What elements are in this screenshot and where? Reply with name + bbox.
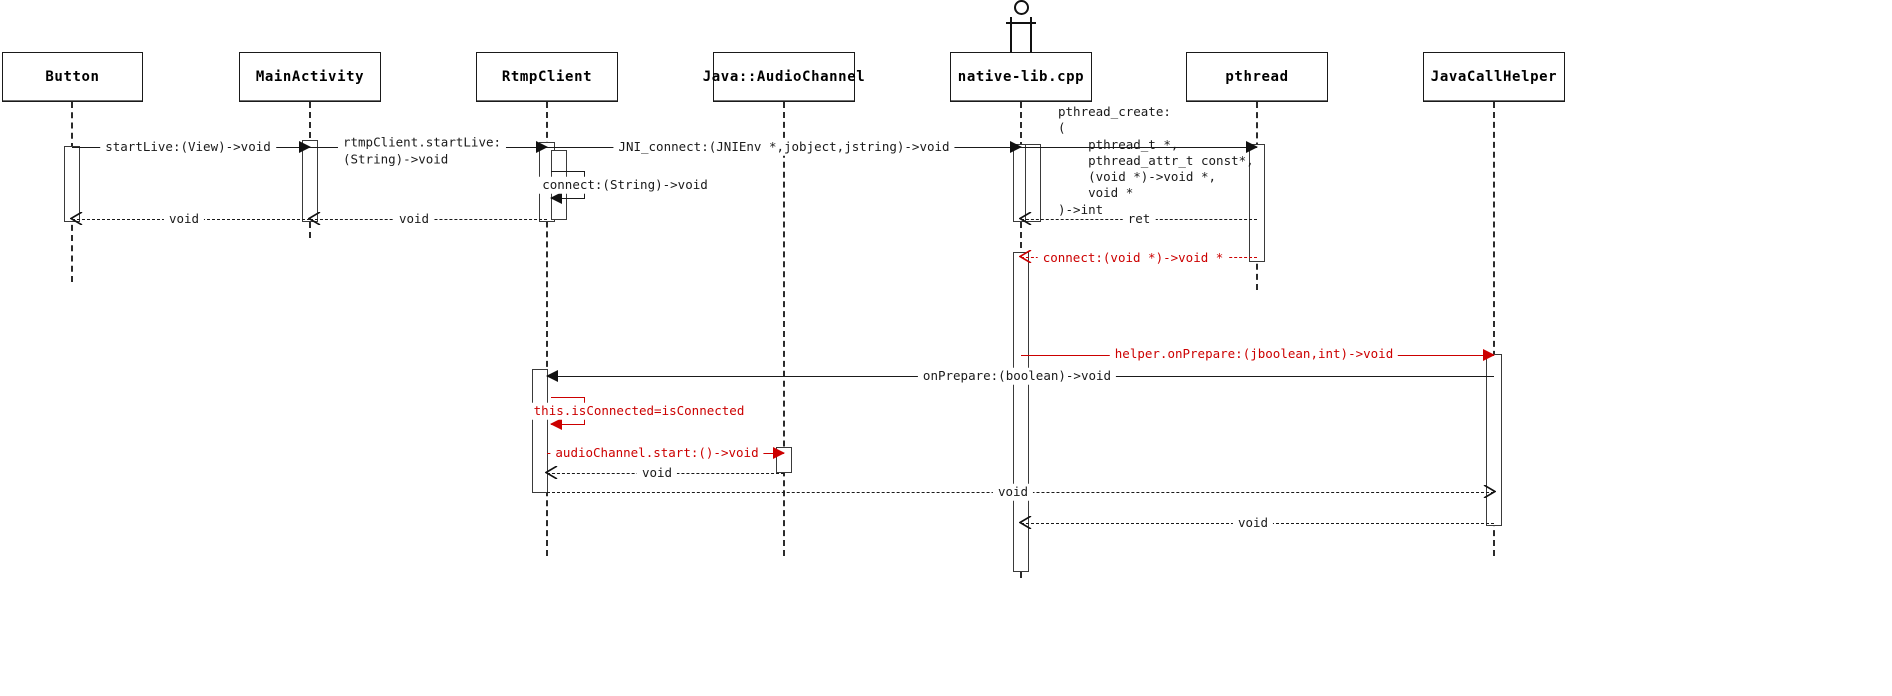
- message-label-m4: connect:(String)->void: [537, 176, 713, 194]
- message-label-m11: onPrepare:(boolean)->void: [917, 367, 1117, 385]
- message-label-m10: helper.onPrepare:(jboolean,int)->void: [1109, 345, 1399, 363]
- participant-box-button[interactable]: Button: [2, 52, 143, 102]
- actor-icon: [1001, 0, 1041, 59]
- participant-box-audiochannel[interactable]: Java::AudioChannel: [703, 52, 865, 102]
- message-label-m3: JNI_connect:(JNIEnv *,jobject,jstring)->…: [613, 138, 955, 156]
- participant-box-nativelib[interactable]: native-lib.cpp: [950, 52, 1092, 102]
- participant-label: MainActivity: [255, 69, 365, 85]
- participant-box-mainactivity[interactable]: MainActivity: [239, 52, 381, 102]
- participant-label: native-lib.cpp: [957, 69, 1085, 85]
- message-label-m6: ret: [1122, 210, 1156, 228]
- message-label-m12: this.isConnected=isConnected: [528, 402, 750, 420]
- message-label-m7: void: [393, 210, 435, 228]
- message-label-m14: void: [636, 464, 678, 482]
- participant-box-pthread[interactable]: pthread: [1186, 52, 1328, 102]
- participant-label: Button: [45, 69, 100, 85]
- participant-box-rtmpclient[interactable]: RtmpClient: [476, 52, 618, 102]
- activation-bar-rtmpclient: [532, 369, 548, 493]
- message-label-m15: void: [992, 483, 1034, 501]
- participant-box-javacallhelper[interactable]: JavaCallHelper: [1423, 52, 1565, 102]
- activation-bar-nativelib: [1025, 144, 1041, 222]
- message-label-m9: connect:(void *)->void *: [1037, 249, 1229, 267]
- participant-label: pthread: [1225, 69, 1289, 85]
- activation-bar-javacallhelper: [1486, 354, 1502, 526]
- activation-bar-mainactivity: [302, 140, 318, 222]
- message-label-m8: void: [163, 210, 205, 228]
- participant-label: JavaCallHelper: [1430, 69, 1558, 85]
- message-label-m5: pthread_create: ( pthread_t *, pthread_a…: [1058, 104, 1254, 217]
- message-label-m13: audioChannel.start:()->void: [550, 444, 764, 462]
- message-label-m1: startLive:(View)->void: [100, 138, 276, 156]
- message-label-m2: rtmpClient.startLive: (String)->void: [337, 134, 507, 168]
- lifeline-javacallhelper: [1493, 102, 1495, 556]
- lifeline-audiochannel: [783, 102, 785, 556]
- participant-label: RtmpClient: [501, 69, 593, 85]
- lifeline-rtmpclient: [546, 102, 548, 556]
- activation-bar-button: [64, 146, 80, 222]
- message-label-m16: void: [1232, 514, 1274, 532]
- participant-label: Java::AudioChannel: [702, 69, 866, 85]
